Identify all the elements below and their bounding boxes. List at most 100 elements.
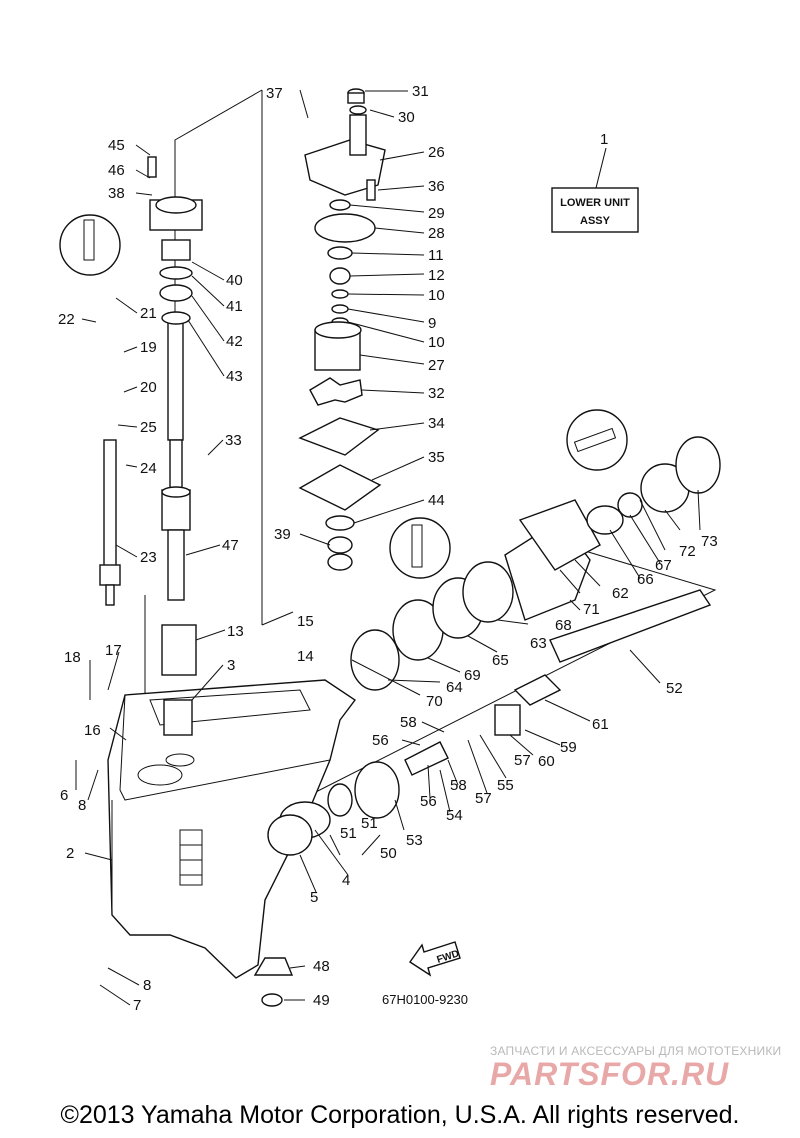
box-label-line1: LOWER UNIT bbox=[560, 197, 630, 209]
callout-8a: 8 bbox=[78, 797, 86, 814]
callout-22: 22 bbox=[58, 311, 75, 328]
callout-47: 47 bbox=[222, 537, 239, 554]
callout-10b: 10 bbox=[428, 334, 445, 351]
assembly-label-box: LOWER UNIT ASSY bbox=[551, 147, 639, 233]
callout-64: 64 bbox=[446, 679, 463, 696]
callout-62: 62 bbox=[612, 585, 629, 602]
callout-67: 67 bbox=[655, 557, 672, 574]
watermark-logo: PARTSFOR.RU bbox=[490, 1057, 729, 1089]
callout-9: 9 bbox=[428, 315, 436, 332]
callout-35: 35 bbox=[428, 449, 445, 466]
callout-15: 15 bbox=[297, 613, 314, 630]
callout-37: 37 bbox=[266, 85, 283, 102]
callout-46: 46 bbox=[108, 162, 125, 179]
callout-numbers: 1 2 3 4 5 6 7 8 8 9 10 10 11 12 13 14 15… bbox=[58, 83, 718, 1014]
callout-21: 21 bbox=[140, 305, 157, 322]
callout-72: 72 bbox=[679, 543, 696, 560]
callout-7: 7 bbox=[133, 997, 141, 1014]
callout-18: 18 bbox=[64, 649, 81, 666]
callout-30: 30 bbox=[398, 109, 415, 126]
callout-17: 17 bbox=[105, 642, 122, 659]
callout-2: 2 bbox=[66, 845, 74, 862]
callout-25: 25 bbox=[140, 419, 157, 436]
callout-41: 41 bbox=[226, 298, 243, 315]
callout-29: 29 bbox=[428, 205, 445, 222]
box-label-line2: ASSY bbox=[580, 215, 611, 227]
callout-31: 31 bbox=[412, 83, 429, 100]
drive-shaft bbox=[161, 319, 191, 601]
callout-27: 27 bbox=[428, 357, 445, 374]
callout-70: 70 bbox=[426, 693, 443, 710]
callout-43: 43 bbox=[226, 368, 243, 385]
callout-45: 45 bbox=[108, 137, 125, 154]
copyright-notice: ©2013 Yamaha Motor Corporation, U.S.A. A… bbox=[60, 1101, 740, 1129]
callout-11: 11 bbox=[428, 247, 444, 264]
callout-39: 39 bbox=[274, 526, 291, 543]
propeller-shaft-assembly bbox=[267, 436, 721, 856]
callout-66: 66 bbox=[637, 571, 654, 588]
callout-34: 34 bbox=[428, 415, 445, 432]
callout-6: 6 bbox=[60, 787, 68, 804]
callout-53: 53 bbox=[406, 832, 423, 849]
callout-1: 1 bbox=[600, 131, 608, 148]
callout-52: 52 bbox=[666, 680, 683, 697]
svg-text:PARTSFOR.RU: PARTSFOR.RU bbox=[490, 1057, 729, 1089]
callout-55: 55 bbox=[497, 777, 514, 794]
callout-12: 12 bbox=[428, 267, 445, 284]
shift-rod bbox=[99, 439, 121, 606]
callout-57b: 57 bbox=[475, 790, 492, 807]
callout-49: 49 bbox=[313, 992, 330, 1009]
callout-54: 54 bbox=[446, 807, 463, 824]
callout-32: 32 bbox=[428, 385, 445, 402]
callout-51a: 51 bbox=[340, 825, 357, 842]
callout-40: 40 bbox=[226, 272, 243, 289]
upper-bearing-parts bbox=[147, 156, 203, 325]
guide-lines bbox=[144, 89, 717, 801]
callout-16: 16 bbox=[84, 722, 101, 739]
callout-50: 50 bbox=[380, 845, 397, 862]
callout-61: 61 bbox=[592, 716, 609, 733]
callout-60: 60 bbox=[538, 753, 555, 770]
drawing-code: 67H0100-9230 bbox=[382, 992, 468, 1007]
callout-71: 71 bbox=[583, 601, 600, 618]
callout-51b: 51 bbox=[361, 815, 378, 832]
callout-63: 63 bbox=[530, 635, 547, 652]
callout-59: 59 bbox=[560, 739, 577, 756]
shift-bushing bbox=[161, 624, 197, 736]
callout-10a: 10 bbox=[428, 287, 445, 304]
callout-57a: 57 bbox=[514, 752, 531, 769]
callout-4: 4 bbox=[342, 872, 350, 889]
callout-48: 48 bbox=[313, 958, 330, 975]
callout-56a: 56 bbox=[372, 732, 389, 749]
gear-case-housing bbox=[107, 679, 357, 979]
callout-24: 24 bbox=[140, 460, 157, 477]
callout-56b: 56 bbox=[420, 793, 437, 810]
callout-42: 42 bbox=[226, 333, 243, 350]
callout-8b: 8 bbox=[143, 977, 151, 994]
callout-38: 38 bbox=[108, 185, 125, 202]
callout-19: 19 bbox=[140, 339, 157, 356]
callout-23: 23 bbox=[140, 549, 157, 566]
callout-28: 28 bbox=[428, 225, 445, 242]
callout-44: 44 bbox=[428, 492, 445, 509]
callout-33: 33 bbox=[225, 432, 242, 449]
pinion-gear bbox=[253, 957, 294, 1007]
callout-68: 68 bbox=[555, 617, 572, 634]
callout-13: 13 bbox=[227, 623, 244, 640]
callout-5: 5 bbox=[310, 889, 318, 906]
callout-36: 36 bbox=[428, 178, 445, 195]
callout-26: 26 bbox=[428, 144, 445, 161]
callout-58b: 58 bbox=[450, 777, 467, 794]
lube-symbols bbox=[59, 214, 628, 579]
callout-14: 14 bbox=[297, 648, 314, 665]
callout-69: 69 bbox=[464, 667, 481, 684]
watermark-caption: ЗАПЧАСТИ И АКСЕССУАРЫ ДЛЯ МОТОТЕХНИКИ bbox=[490, 1044, 782, 1058]
forward-arrow: FWD bbox=[409, 941, 461, 977]
leader-lines bbox=[75, 89, 701, 1006]
callout-73: 73 bbox=[701, 533, 718, 550]
water-pump-assembly bbox=[298, 88, 386, 571]
callout-58a: 58 bbox=[400, 714, 417, 731]
callout-3: 3 bbox=[227, 657, 235, 674]
callout-65: 65 bbox=[492, 652, 509, 669]
